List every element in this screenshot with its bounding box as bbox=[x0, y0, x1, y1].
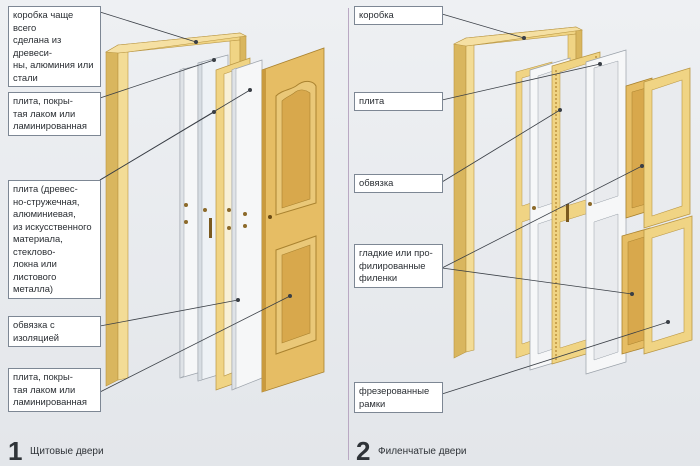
section-divider bbox=[348, 8, 349, 460]
panel-door-upper-milled-frame bbox=[643, 67, 691, 229]
panel-door-illustration bbox=[453, 26, 693, 375]
flush-layer-front-leaf bbox=[261, 47, 325, 393]
leader-left-2 bbox=[99, 59, 215, 99]
figure-number-1: 1 bbox=[8, 436, 23, 466]
figure-number-2: 2 bbox=[356, 436, 371, 466]
panel-door-lower-milled-frame bbox=[643, 215, 693, 355]
label-flush-laminated-plate-bottom: плита, покры- тая лаком или ламинированн… bbox=[8, 368, 101, 412]
label-flush-core-plate: плита (древес- но-стружечная, алюминиева… bbox=[8, 180, 101, 299]
leader-right-2 bbox=[441, 63, 601, 101]
label-flush-insulated-frame: обвязка с изоляцией bbox=[8, 316, 101, 347]
caption-flush-doors: Щитовые двери bbox=[30, 446, 104, 457]
flush-layer-plate-3 bbox=[231, 59, 263, 391]
leader-left-5 bbox=[99, 295, 291, 393]
leader-left-3b bbox=[99, 111, 215, 181]
leader-right-3 bbox=[441, 109, 561, 183]
label-panel-binding: обвязка bbox=[354, 174, 443, 193]
leader-lines bbox=[99, 11, 671, 395]
caption-panel-doors: Филенчатые двери bbox=[378, 446, 467, 457]
label-panel-filenki: гладкие или про- филированные филенки bbox=[354, 244, 443, 288]
label-flush-laminated-plate-top: плита, покры- тая лаком или ламинированн… bbox=[8, 92, 101, 136]
label-panel-plate: плита bbox=[354, 92, 443, 111]
leader-right-4a bbox=[441, 165, 643, 269]
leader-right-4b bbox=[441, 267, 633, 295]
leader-right-1 bbox=[441, 13, 525, 39]
leader-left-4 bbox=[99, 299, 239, 327]
label-panel-frame: коробка bbox=[354, 6, 443, 25]
panel-door-front-plate bbox=[585, 49, 627, 375]
leader-right-5 bbox=[441, 321, 669, 395]
leader-left-1 bbox=[99, 11, 197, 43]
flush-door-illustration bbox=[105, 32, 325, 393]
label-flush-frame: коробка чаще всего сделана из древеси- н… bbox=[8, 6, 101, 87]
label-panel-milled-frames: фрезерованные рамки bbox=[354, 382, 443, 413]
